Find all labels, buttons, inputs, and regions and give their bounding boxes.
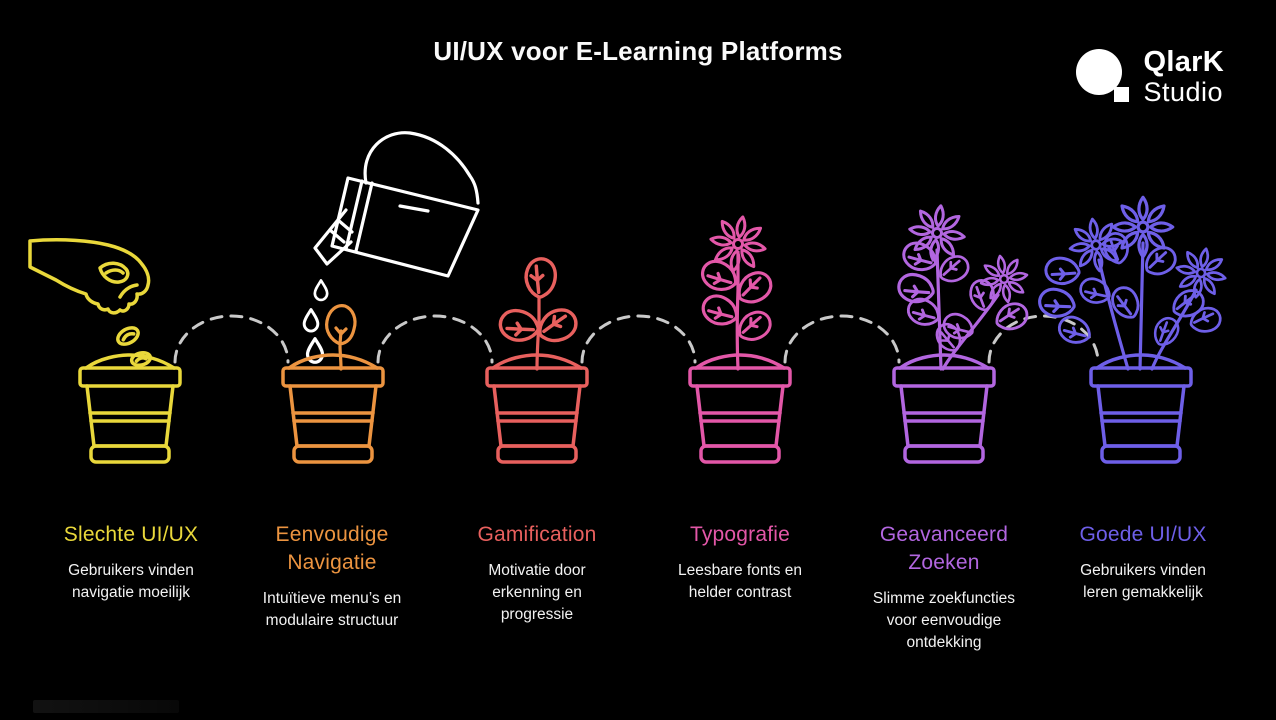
seed-on-soil-icon [129,350,153,368]
stage-4-title: Typografie [689,523,791,546]
qlark-studio-logo: QlarK Studio [1075,48,1224,106]
stage-6-title: Goede UI/UX [1079,523,1207,546]
hand-seed-icon [28,238,151,315]
stage-1-art [28,238,182,464]
stage-2-art [281,304,385,464]
page-title: UI/UX voor E-Learning Platforms [433,36,843,66]
stage-5-description: Slimme zoekfuncties voor eenvoudige ontd… [872,590,1016,651]
pot-stage-5 [892,353,996,464]
seedling-icon [494,254,582,371]
water-drop-icon [302,307,320,333]
pot-stage-3 [485,353,589,464]
two-flower-plant-icon [893,200,1033,371]
stage-1-description: Gebruikers vinden navigatie moeilijk [68,562,194,601]
qlark-logo-icon [1075,49,1129,102]
connector-arc [173,314,290,364]
stage-1-title: Slechte UI/UX [63,523,199,546]
stage-4-text: Typografie Leesbare fonts en helder cont… [634,521,846,604]
stage-1-text: Slechte UI/UX Gebruikers vinden navigati… [25,521,237,604]
pot-stage-6 [1089,353,1193,464]
watermark [33,700,179,713]
pot-stage-1 [78,353,182,464]
logo-name: QlarK [1143,46,1224,78]
stage-3-text: Gamification Motivatie door erkenning en… [431,521,643,626]
stage-3-title: Gamification [477,523,597,546]
stage-3-art [485,254,589,464]
stage-5-title: Geavanceerd Zoeken [879,523,1009,574]
logo-text: QlarK Studio [1144,48,1224,106]
growth-illustration [28,131,1232,464]
connector-arc [580,314,697,364]
stage-6-art [1034,195,1232,464]
logo-suffix: Studio [1143,77,1224,107]
stage-6-text: Goede UI/UX Gebruikers vinden leren gema… [1037,521,1249,604]
connector-arcs [173,314,1100,364]
stage-2-title: Eenvoudige Navigatie [275,523,389,574]
stage-6-description: Gebruikers vinden leren gemakkelijk [1080,562,1206,601]
connector-arc [376,314,494,364]
connector-arc [987,314,1100,364]
pot-stage-4 [688,353,792,464]
connector-arc [783,314,901,364]
stage-5-text: Geavanceerd Zoeken Slimme zoekfuncties v… [838,521,1050,654]
watering-can-icon [302,131,480,365]
sprout-icon [325,304,357,371]
stage-2-description: Intuïtieve menu’s en modulaire structuur [262,590,402,629]
falling-seed-icon [116,326,140,346]
stage-3-description: Motivatie door erkenning en progressie [488,562,586,623]
flower-plant-icon [695,210,778,371]
stage-5-art [892,200,1033,464]
water-drop-icon [313,278,329,302]
pot-stage-2 [281,353,385,464]
full-bloom-plant-icon [1034,195,1232,371]
stage-4-art [688,210,792,464]
stage-4-description: Leesbare fonts en helder contrast [677,562,803,601]
stage-2-text: Eenvoudige Navigatie Intuïtieve menu’s e… [226,521,438,632]
